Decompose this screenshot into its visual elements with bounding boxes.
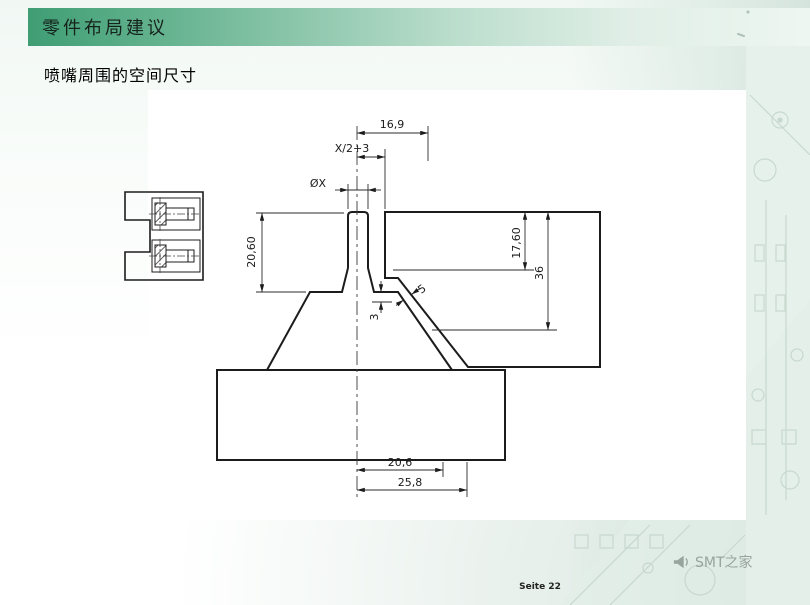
dim-slope-clearance-label: 5 xyxy=(415,282,428,297)
dim-component-total-height-label: 36 xyxy=(533,266,546,280)
cross-section-detail xyxy=(124,191,204,281)
dim-top-width-label: 16,9 xyxy=(380,118,405,131)
dim-nozzle-height-label: 20,60 xyxy=(245,236,258,268)
dim-base-width-outer-label: 25,8 xyxy=(398,476,423,489)
extension-lines xyxy=(256,126,557,497)
page-number: Seite 22 xyxy=(519,582,561,592)
slide-title: 零件布局建议 xyxy=(42,18,168,38)
megaphone-icon xyxy=(673,555,688,569)
dim-vertical-clearance-label: 3 xyxy=(368,314,381,321)
dimension-lines xyxy=(259,130,551,493)
dim-base-width-inner-label: 20,6 xyxy=(388,456,413,469)
component-block-outline xyxy=(384,211,601,368)
dimension-labels: 16,9 X/2+3 ØX 20,60 17,60 36 3 5 20,6 25… xyxy=(245,118,546,489)
watermark-text: SMT之家 xyxy=(695,555,753,571)
title-band: 零件布局建议 xyxy=(28,8,810,46)
bolt-section-lower xyxy=(149,239,199,273)
watermark: SMT之家 xyxy=(672,552,753,572)
dim-nozzle-diameter-label: ØX xyxy=(310,177,327,190)
nozzle-outline xyxy=(266,211,453,371)
bolt-section-upper xyxy=(149,197,199,231)
pcb-specks xyxy=(736,10,750,38)
dim-component-step-height-label: 17,60 xyxy=(510,227,523,259)
content-panel xyxy=(148,90,746,520)
dim-center-offset-label: X/2+3 xyxy=(335,142,369,155)
slide-subtitle: 喷嘴周围的空间尺寸 xyxy=(44,68,198,85)
base-outline xyxy=(216,369,506,461)
